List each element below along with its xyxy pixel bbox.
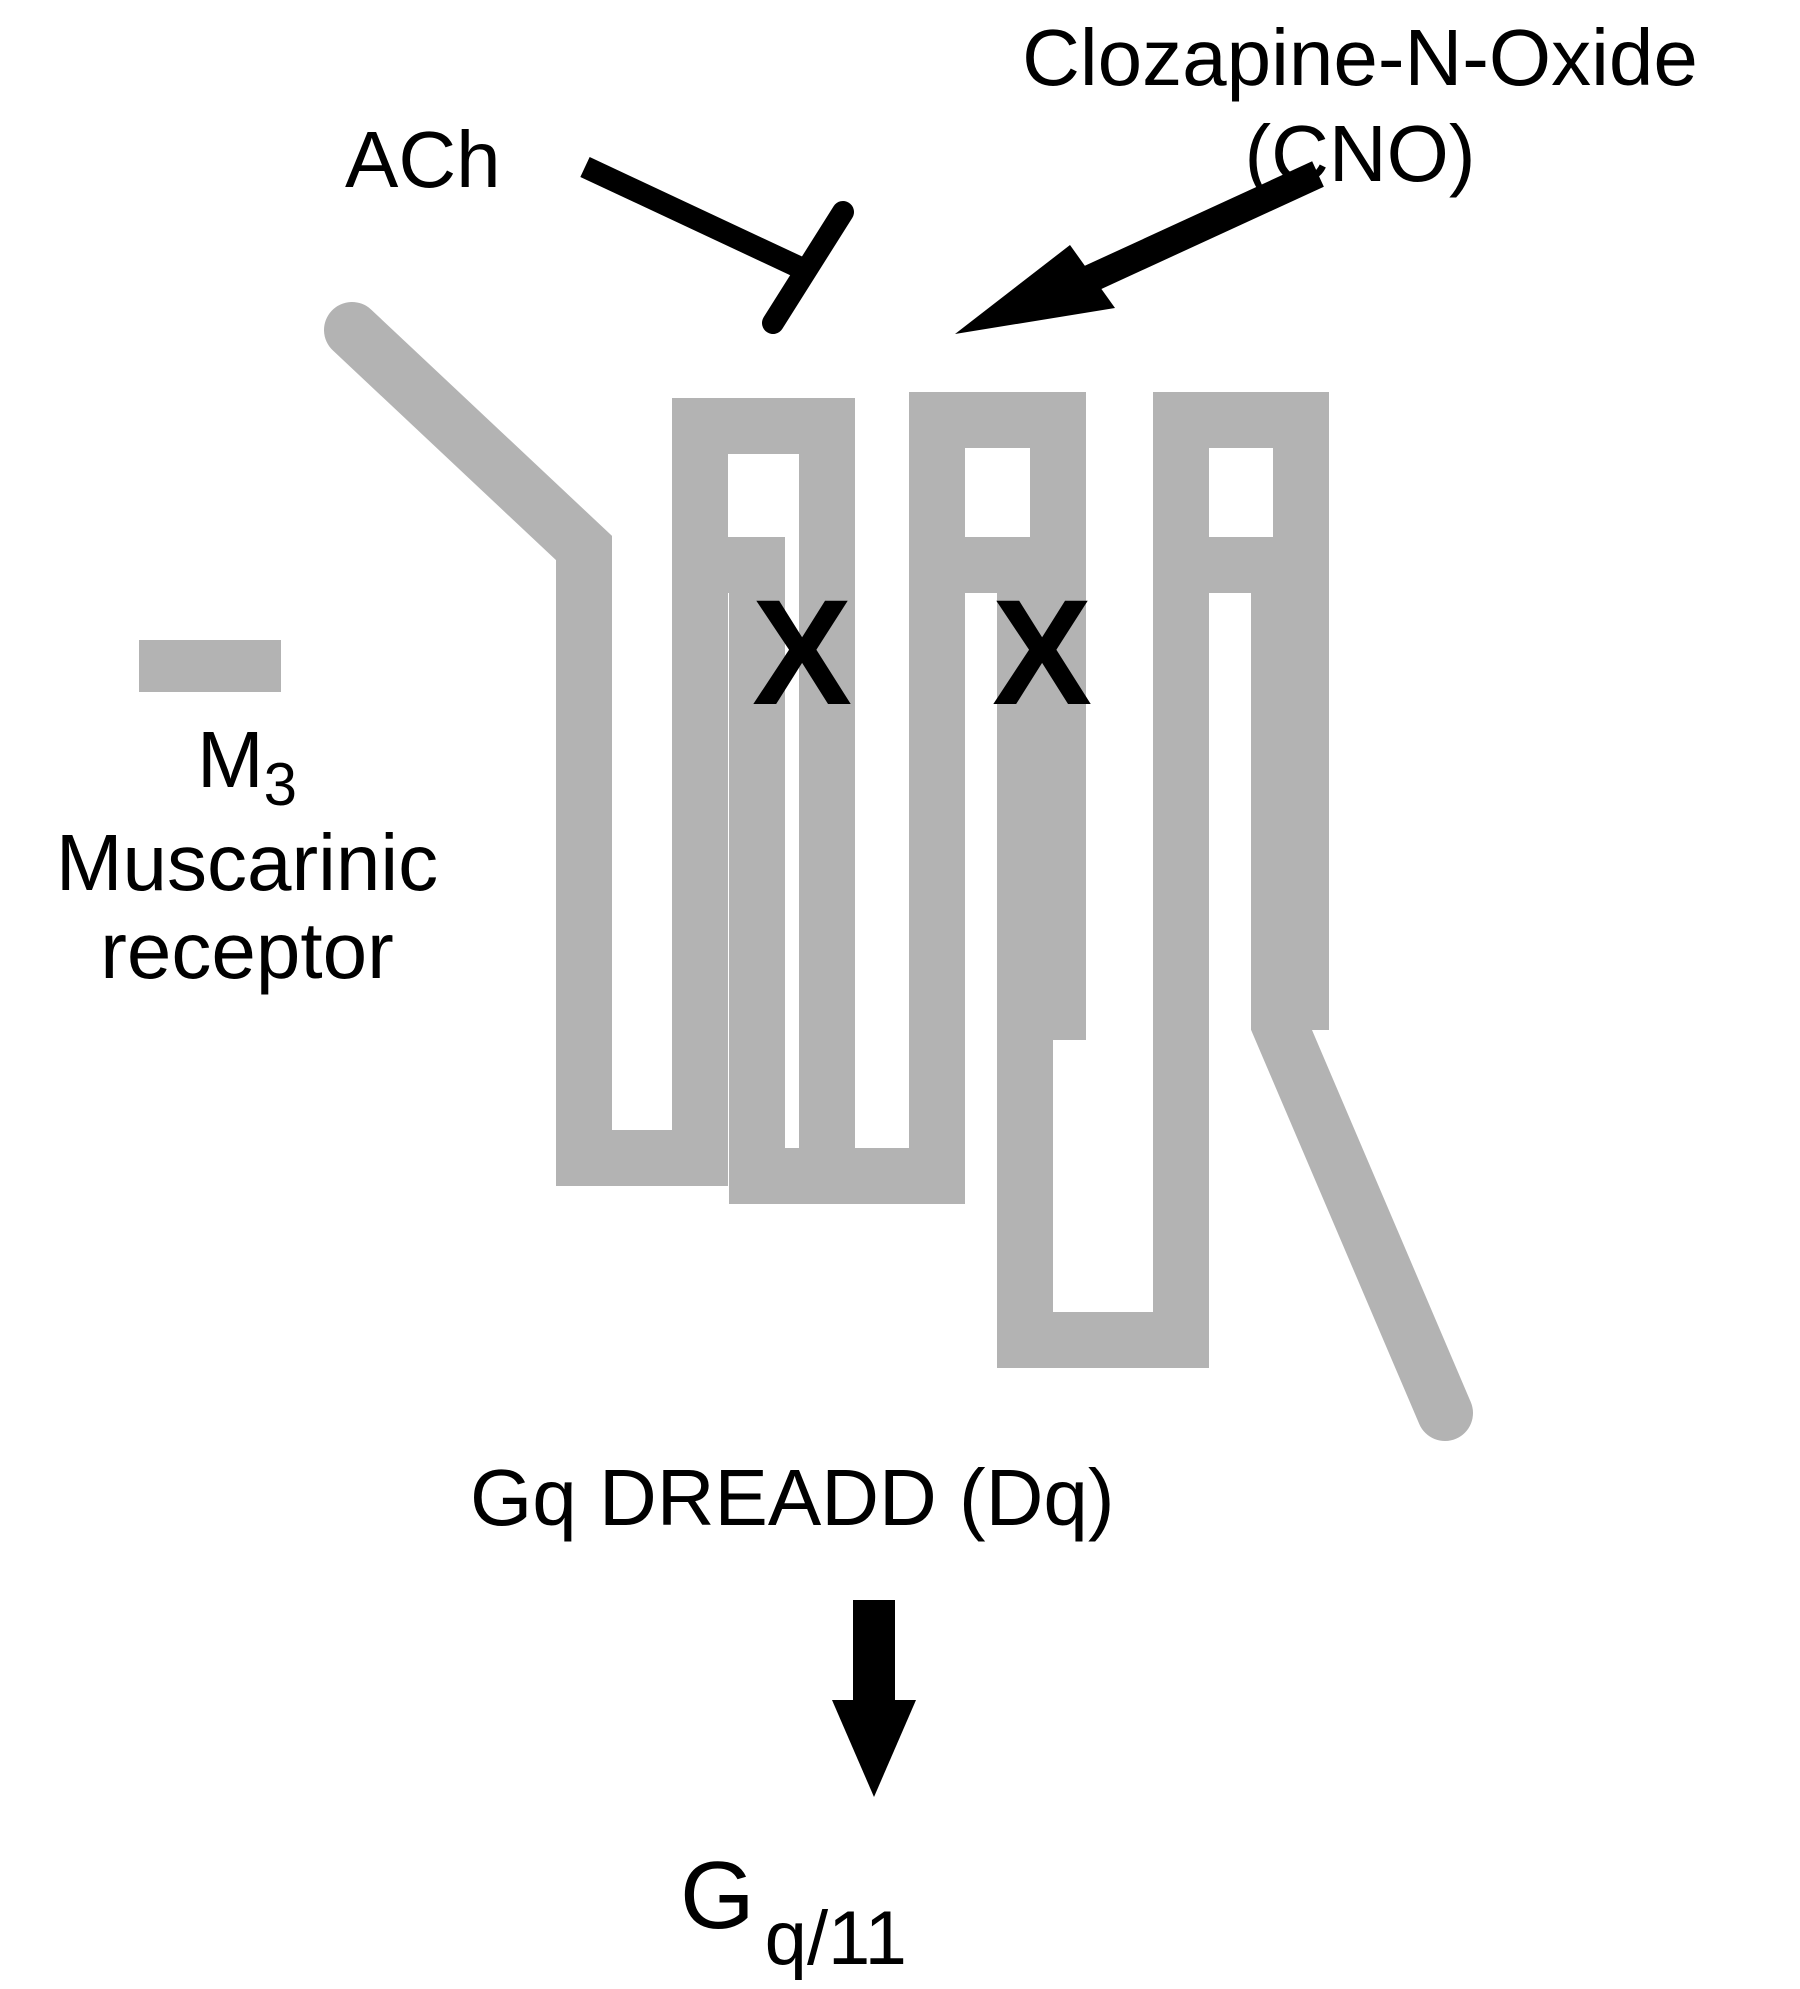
g-protein-subscript: q/11: [764, 1896, 907, 1981]
receptor-chain: [324, 302, 1473, 1441]
mutation-mark-2: X: [992, 568, 1093, 736]
legend-m-subscript: 3: [263, 751, 297, 818]
gq-arrow-shaft: [853, 1600, 895, 1700]
cno-arrow-head: [955, 245, 1115, 334]
ach-block-bar: [762, 201, 854, 334]
cno-label: Clozapine-N-Oxide (CNO): [1022, 13, 1698, 198]
ach-label: ACh: [345, 115, 501, 204]
cno-arrow-line: [1064, 161, 1324, 301]
receptor-extracellular-loop-3: [1153, 392, 1329, 565]
legend-swatch: [139, 640, 281, 692]
mutation-mark-1: X: [752, 568, 853, 736]
ach-block-line: [580, 157, 810, 280]
g-protein-main: G: [680, 1842, 755, 1949]
legend-line-2: Muscarinic: [55, 818, 439, 907]
legend-m: M: [196, 715, 264, 804]
legend-label: M3 Muscarinic receptor: [0, 720, 494, 991]
legend-line-3: receptor: [100, 906, 394, 995]
dreadd-label: Gq DREADD (Dq): [470, 1453, 1115, 1542]
receptor-extracellular-loop-2: [909, 392, 1086, 565]
gq-arrow-head: [832, 1700, 916, 1797]
receptor-extracellular-loop-1: [672, 398, 855, 565]
